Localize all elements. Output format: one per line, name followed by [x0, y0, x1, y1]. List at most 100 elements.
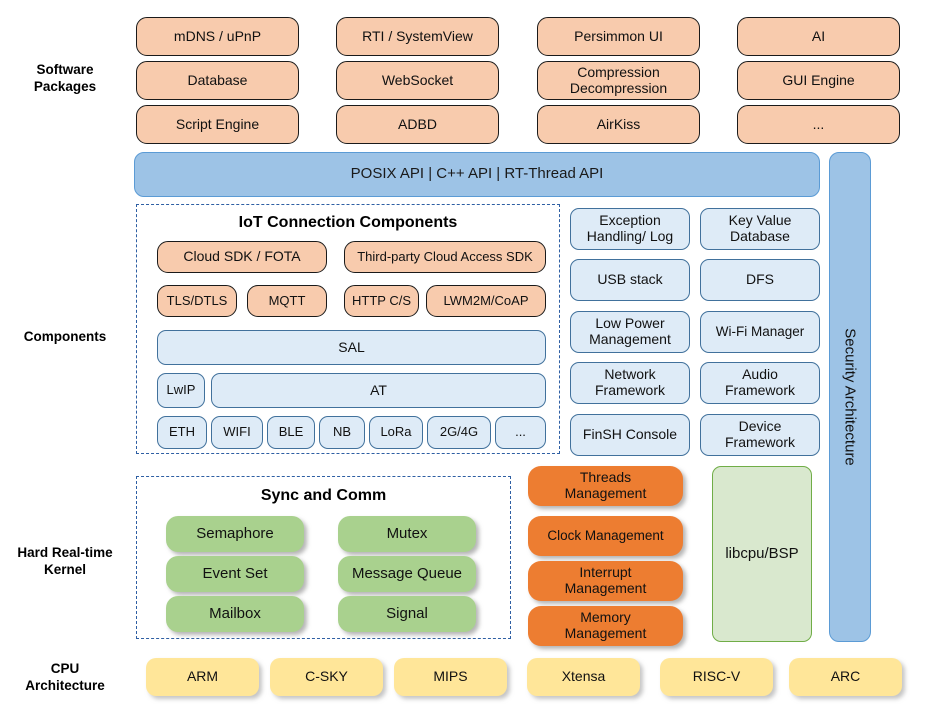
component-label: DFS	[746, 271, 774, 288]
iot-box-label: ETH	[169, 424, 195, 440]
iot-group-title: IoT Connection Components	[136, 214, 560, 236]
iot-box[interactable]: LWM2M/CoAP	[426, 285, 546, 317]
iot-box[interactable]: TLS/DTLS	[157, 285, 237, 317]
api-bar[interactable]: POSIX API | C++ API | RT-Thread API	[134, 152, 820, 197]
cpu-arch-box[interactable]: RISC-V	[660, 658, 773, 696]
package-label: mDNS / uPnP	[173, 27, 262, 44]
package-box[interactable]: ADBD	[336, 105, 499, 144]
security-architecture-label: Security Architecture	[841, 328, 859, 466]
iot-box[interactable]: Third-party Cloud Access SDK	[344, 241, 546, 273]
package-box[interactable]: mDNS / uPnP	[136, 17, 299, 56]
cpu-arch-label: MIPS	[433, 668, 468, 685]
sync-box[interactable]: Semaphore	[166, 516, 304, 552]
cpu-arch-box[interactable]: MIPS	[394, 658, 507, 696]
cpu-arch-label: RISC-V	[692, 668, 741, 685]
package-box[interactable]: Script Engine	[136, 105, 299, 144]
package-label: Script Engine	[175, 115, 260, 132]
component-box[interactable]: DFS	[700, 259, 820, 301]
iot-box-label: Third-party Cloud Access SDK	[357, 248, 533, 264]
iot-box-at[interactable]: AT	[211, 373, 546, 408]
iot-box-label: TLS/DTLS	[166, 292, 228, 308]
iot-box[interactable]: HTTP C/S	[344, 285, 419, 317]
package-label: Database	[187, 71, 248, 88]
iot-box-lwip[interactable]: LwIP	[157, 373, 205, 408]
kernel-mgmt-box[interactable]: Clock Management	[528, 516, 683, 556]
sync-and-comm-title-text: Sync and Comm	[260, 487, 387, 504]
package-box[interactable]: ...	[737, 105, 900, 144]
package-box[interactable]: GUI Engine	[737, 61, 900, 100]
component-box[interactable]: FinSH Console	[570, 414, 690, 456]
package-box[interactable]: Persimmon UI	[537, 17, 700, 56]
iot-box-label: WIFI	[223, 424, 251, 440]
sync-box-label: Semaphore	[196, 524, 274, 542]
sync-box-label: Mutex	[386, 524, 428, 542]
sync-box[interactable]: Signal	[338, 596, 476, 632]
sync-box[interactable]: Event Set	[166, 556, 304, 592]
sync-and-comm-group	[136, 476, 511, 639]
sync-box[interactable]: Mutex	[338, 516, 476, 552]
cpu-arch-box[interactable]: Xtensa	[527, 658, 640, 696]
iot-box[interactable]: Cloud SDK / FOTA	[157, 241, 327, 273]
iot-box-label: SAL	[338, 338, 365, 355]
package-box[interactable]: AI	[737, 17, 900, 56]
sync-box-label: Signal	[386, 604, 428, 622]
cpu-arch-box[interactable]: C-SKY	[270, 658, 383, 696]
iot-link-box[interactable]: 2G/4G	[427, 416, 491, 449]
iot-group-title-text: IoT Connection Components	[238, 214, 458, 231]
sync-box-label: Message Queue	[351, 564, 463, 582]
package-box[interactable]: RTI / SystemView	[336, 17, 499, 56]
cpu-arch-box[interactable]: ARC	[789, 658, 902, 696]
package-box[interactable]: WebSocket	[336, 61, 499, 100]
iot-link-box[interactable]: BLE	[267, 416, 315, 449]
package-label: WebSocket	[381, 71, 454, 88]
iot-link-box[interactable]: NB	[319, 416, 365, 449]
iot-box-label: ...	[515, 424, 526, 440]
package-box[interactable]: Database	[136, 61, 299, 100]
row-label-components: Components	[0, 325, 130, 349]
iot-link-box[interactable]: ...	[495, 416, 546, 449]
package-label: AirKiss	[596, 115, 641, 132]
iot-box[interactable]: MQTT	[247, 285, 327, 317]
libcpu-bsp-label: libcpu/BSP	[725, 544, 799, 562]
iot-box-label: NB	[332, 424, 352, 440]
component-box[interactable]: USB stack	[570, 259, 690, 301]
cpu-arch-label: Xtensa	[561, 668, 606, 685]
iot-box-label: AT	[370, 381, 387, 398]
sync-box-label: Event Set	[202, 564, 268, 582]
cpu-arch-label: ARM	[186, 668, 219, 685]
iot-box-sal[interactable]: SAL	[157, 330, 546, 365]
security-architecture-bar[interactable]: Security Architecture	[829, 152, 871, 642]
iot-link-box[interactable]: LoRa	[369, 416, 423, 449]
sync-box[interactable]: Mailbox	[166, 596, 304, 632]
iot-link-box[interactable]: ETH	[157, 416, 207, 449]
sync-box[interactable]: Message Queue	[338, 556, 476, 592]
package-label: ADBD	[398, 115, 437, 132]
cpu-arch-box[interactable]: ARM	[146, 658, 259, 696]
component-box[interactable]: Wi-Fi Manager	[700, 311, 820, 353]
package-box[interactable]: AirKiss	[537, 105, 700, 144]
libcpu-bsp-box[interactable]: libcpu/BSP	[712, 466, 812, 642]
iot-link-box[interactable]: WIFI	[211, 416, 263, 449]
